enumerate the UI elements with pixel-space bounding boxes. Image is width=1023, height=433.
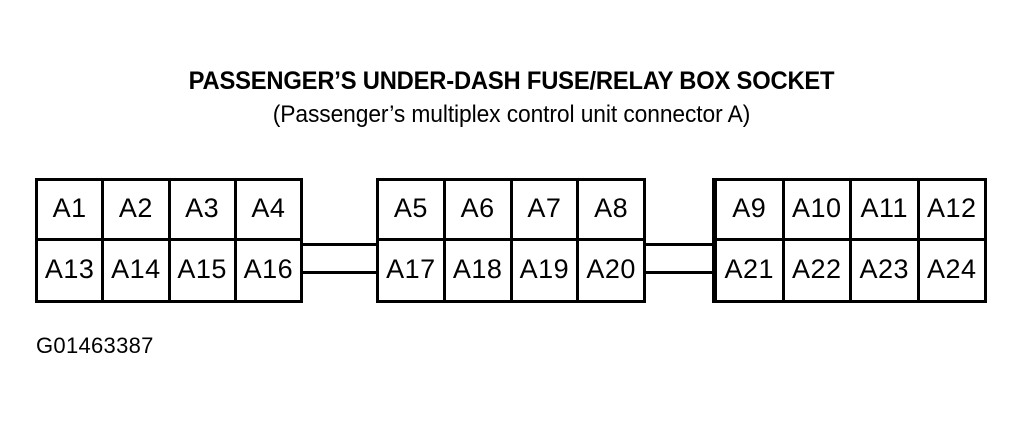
bridge-line-upper [299,243,379,246]
pin-cell: A3 [171,181,237,238]
pin-cell: A5 [379,181,446,238]
pin-cell: A10 [785,181,852,238]
figure-subtitle: (Passenger’s multiplex control unit conn… [272,101,751,128]
connector-block-3: A9 A10 A11 A12 A21 A22 A23 A24 [712,178,987,303]
pin-row-top: A9 A10 A11 A12 [717,181,984,241]
pin-row-bottom: A21 A22 A23 A24 [717,240,984,300]
bridge-line-upper [642,243,718,246]
connector-block-1: A1 A2 A3 A4 A13 A14 A15 A16 [35,178,303,303]
pin-cell: A9 [717,181,785,238]
pin-cell: A4 [251,192,286,223]
pin-cell: A23 [852,240,920,300]
pin-row-top: A5 A6 A7 A8 [379,181,643,241]
pin-cell: A22 [785,240,852,300]
pin-cell: A21 [717,240,785,300]
pin-cell: A17 [379,240,446,300]
pin-cell: A8 [594,192,629,223]
figure-caption: G01463387 [36,333,154,358]
pin-row-top: A1 A2 A3 A4 [38,181,300,241]
pin-cell: A15 [171,240,237,300]
pin-cell: A12 [926,192,977,223]
pin-cell: A7 [513,181,580,238]
pin-cell: A19 [513,240,580,300]
pin-row-bottom: A13 A14 A15 A16 [38,240,300,300]
pin-cell: A18 [446,240,513,300]
pin-cell: A24 [926,253,977,284]
pin-cell: A16 [243,253,294,284]
bridge-line-lower [299,271,379,274]
connector-bridge-2-3 [642,243,718,274]
connector-block-2: A5 A6 A7 A8 A17 A18 A19 A20 [376,178,646,303]
bridge-line-lower [642,271,718,274]
pin-row-bottom: A17 A18 A19 A20 [379,240,643,300]
pin-cell: A2 [104,181,171,238]
connector-bridge-1-2 [299,243,379,274]
pin-cell: A6 [446,181,513,238]
pin-cell: A1 [38,181,105,238]
pin-cell: A14 [104,240,171,300]
page-title: PASSENGER’S UNDER-DASH FUSE/RELAY BOX SO… [188,67,835,95]
pin-cell: A13 [38,240,105,300]
pin-cell: A11 [852,181,920,238]
pin-cell: A20 [586,253,636,284]
